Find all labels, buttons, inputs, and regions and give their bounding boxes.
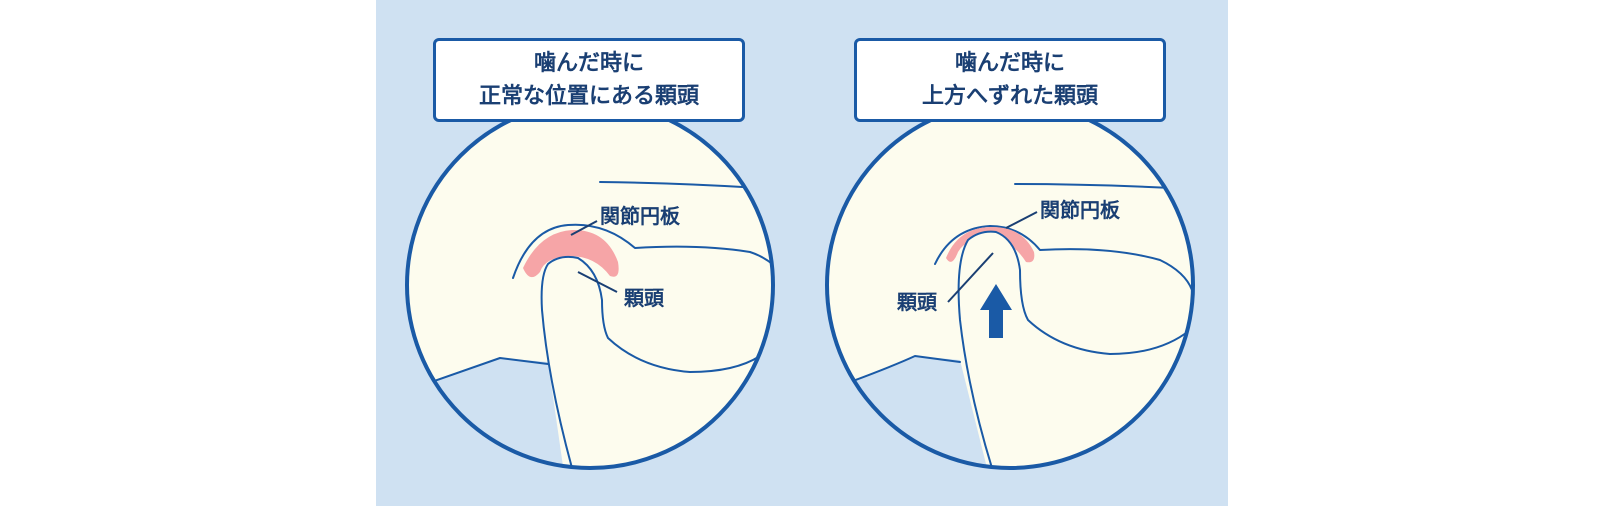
title-box-displaced: 噛んだ時に 上方へずれた顆頭 (854, 38, 1166, 122)
title-line-1: 噛んだ時に (533, 51, 644, 76)
condyle-leader-line-right (947, 252, 994, 303)
condyle-left (540, 255, 761, 468)
title-line-1: 噛んだ時に (954, 51, 1065, 76)
disc-leader-line-left (570, 220, 598, 236)
condyle-leader-line-left (577, 271, 618, 293)
label-articular-disc: 関節円板 (600, 204, 680, 228)
condyle-right (957, 230, 1191, 468)
glenoid-fossa-left (512, 223, 773, 291)
label-condyle: 顆頭 (897, 290, 937, 314)
glenoid-fossa-right (934, 225, 1193, 291)
disc-leader-line-right (1005, 211, 1038, 229)
title-box-normal: 噛んだ時に 正常な位置にある顆頭 (433, 38, 745, 122)
skull-base-line-right (1014, 183, 1173, 189)
jaw-edge-right (827, 355, 961, 401)
arrow-up-icon (980, 284, 1012, 338)
title-line-2: 正常な位置にある顆頭 (478, 84, 699, 109)
normal-position-view (405, 100, 775, 470)
articular-disc-right (946, 226, 1035, 263)
skull-base-line-left (599, 181, 761, 189)
label-condyle: 顆頭 (624, 286, 664, 310)
label-articular-disc: 関節円板 (1040, 198, 1120, 222)
title-line-2: 上方へずれた顆頭 (921, 84, 1098, 109)
jaw-edge-left (407, 357, 549, 401)
displaced-position-view (825, 100, 1195, 470)
articular-disc-left (523, 229, 619, 278)
